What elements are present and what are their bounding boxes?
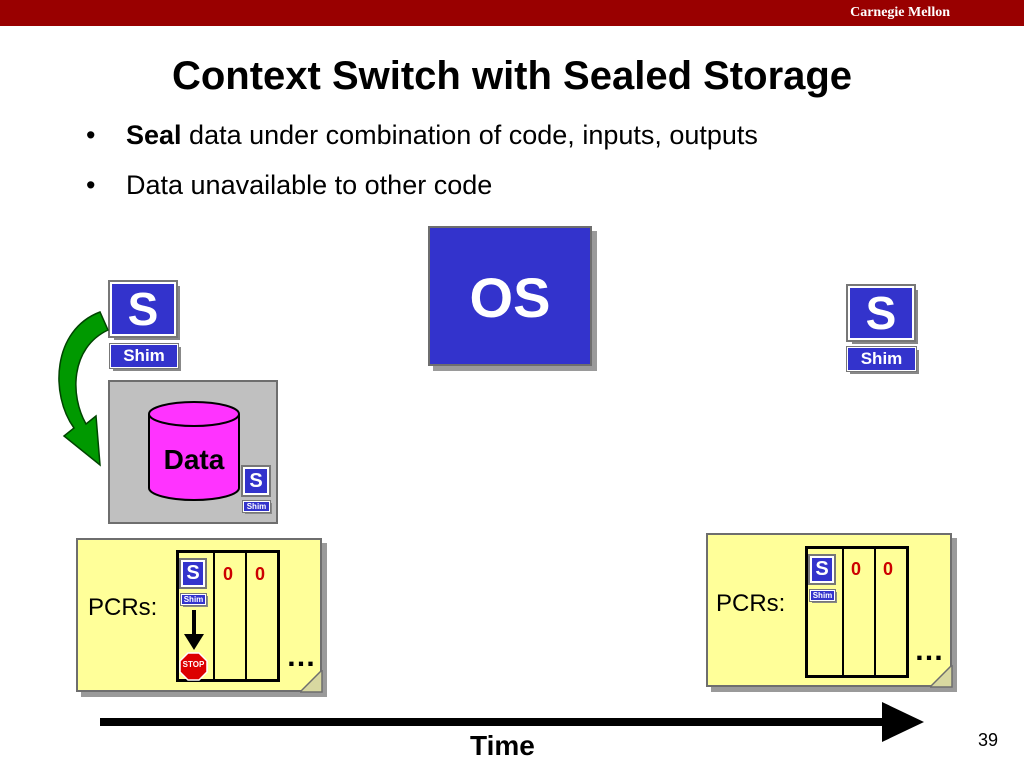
ellipsis-left: … bbox=[286, 640, 316, 673]
brand-logo: Carnegie Mellon bbox=[850, 5, 950, 20]
pcr-divider bbox=[842, 549, 844, 675]
stop-label: STOP bbox=[182, 660, 205, 669]
bullet-2: • Data unavailable to other code bbox=[86, 170, 492, 201]
shim-box-left: Shim bbox=[109, 343, 179, 369]
s-label: S bbox=[127, 283, 159, 335]
ellipsis-right: … bbox=[914, 634, 944, 667]
s-box-small: S bbox=[241, 465, 271, 497]
s-box-pcr-left: S bbox=[179, 558, 207, 589]
bullet-1-bold: Seal bbox=[126, 120, 182, 150]
bullet-dot: • bbox=[86, 170, 96, 200]
shim-box-pcr-right: Shim bbox=[809, 589, 836, 602]
bullet-1: • Seal data under combination of code, in… bbox=[86, 120, 758, 151]
note-fold-icon bbox=[930, 665, 953, 688]
s-label: S bbox=[815, 558, 829, 580]
data-cylinder-icon bbox=[148, 401, 240, 501]
bullet-2-text: Data unavailable to other code bbox=[126, 170, 493, 200]
s-label: S bbox=[865, 287, 897, 339]
pcr-value: 0 bbox=[255, 564, 266, 584]
os-box: OS bbox=[428, 226, 592, 366]
pcr-value: 0 bbox=[883, 559, 894, 579]
header-bar: Carnegie Mellon bbox=[0, 0, 1024, 26]
green-curved-arrow-icon bbox=[58, 311, 109, 467]
shim-label: Shim bbox=[812, 591, 833, 600]
pcrs-label-left: PCRs: bbox=[88, 594, 158, 621]
s-box-right: S bbox=[846, 284, 916, 342]
pcr-divider bbox=[874, 549, 876, 675]
shim-label: Shim bbox=[860, 349, 903, 368]
shim-label: Shim bbox=[183, 595, 204, 604]
time-arrow-icon bbox=[100, 702, 924, 742]
data-label: Data bbox=[163, 444, 225, 475]
s-box-pcr-right: S bbox=[808, 554, 836, 585]
bullet-dot: • bbox=[86, 120, 96, 150]
down-arrow-icon bbox=[184, 610, 204, 650]
pcr-value: 0 bbox=[851, 559, 862, 579]
shim-box-right: Shim bbox=[846, 346, 917, 372]
slide-title: Context Switch with Sealed Storage bbox=[171, 54, 853, 98]
shim-label: Shim bbox=[123, 346, 165, 365]
shim-label: Shim bbox=[246, 502, 267, 511]
s-box-left: S bbox=[108, 280, 178, 338]
pcrs-label-right: PCRs: bbox=[716, 590, 786, 617]
pcr-divider bbox=[245, 553, 247, 679]
time-label: Time bbox=[470, 730, 535, 761]
s-label: S bbox=[186, 562, 200, 584]
pcr-value: 0 bbox=[223, 564, 234, 584]
shim-box-pcr-left: Shim bbox=[180, 593, 207, 606]
bullet-1-text: data under combination of code, inputs, … bbox=[181, 120, 758, 150]
os-label: OS bbox=[469, 266, 551, 329]
page-number: 39 bbox=[978, 730, 999, 750]
pcr-divider bbox=[213, 553, 215, 679]
note-fold-icon bbox=[300, 670, 323, 693]
s-label: S bbox=[249, 470, 263, 492]
stop-sign-icon bbox=[179, 652, 208, 681]
shim-box-small: Shim bbox=[242, 500, 271, 513]
